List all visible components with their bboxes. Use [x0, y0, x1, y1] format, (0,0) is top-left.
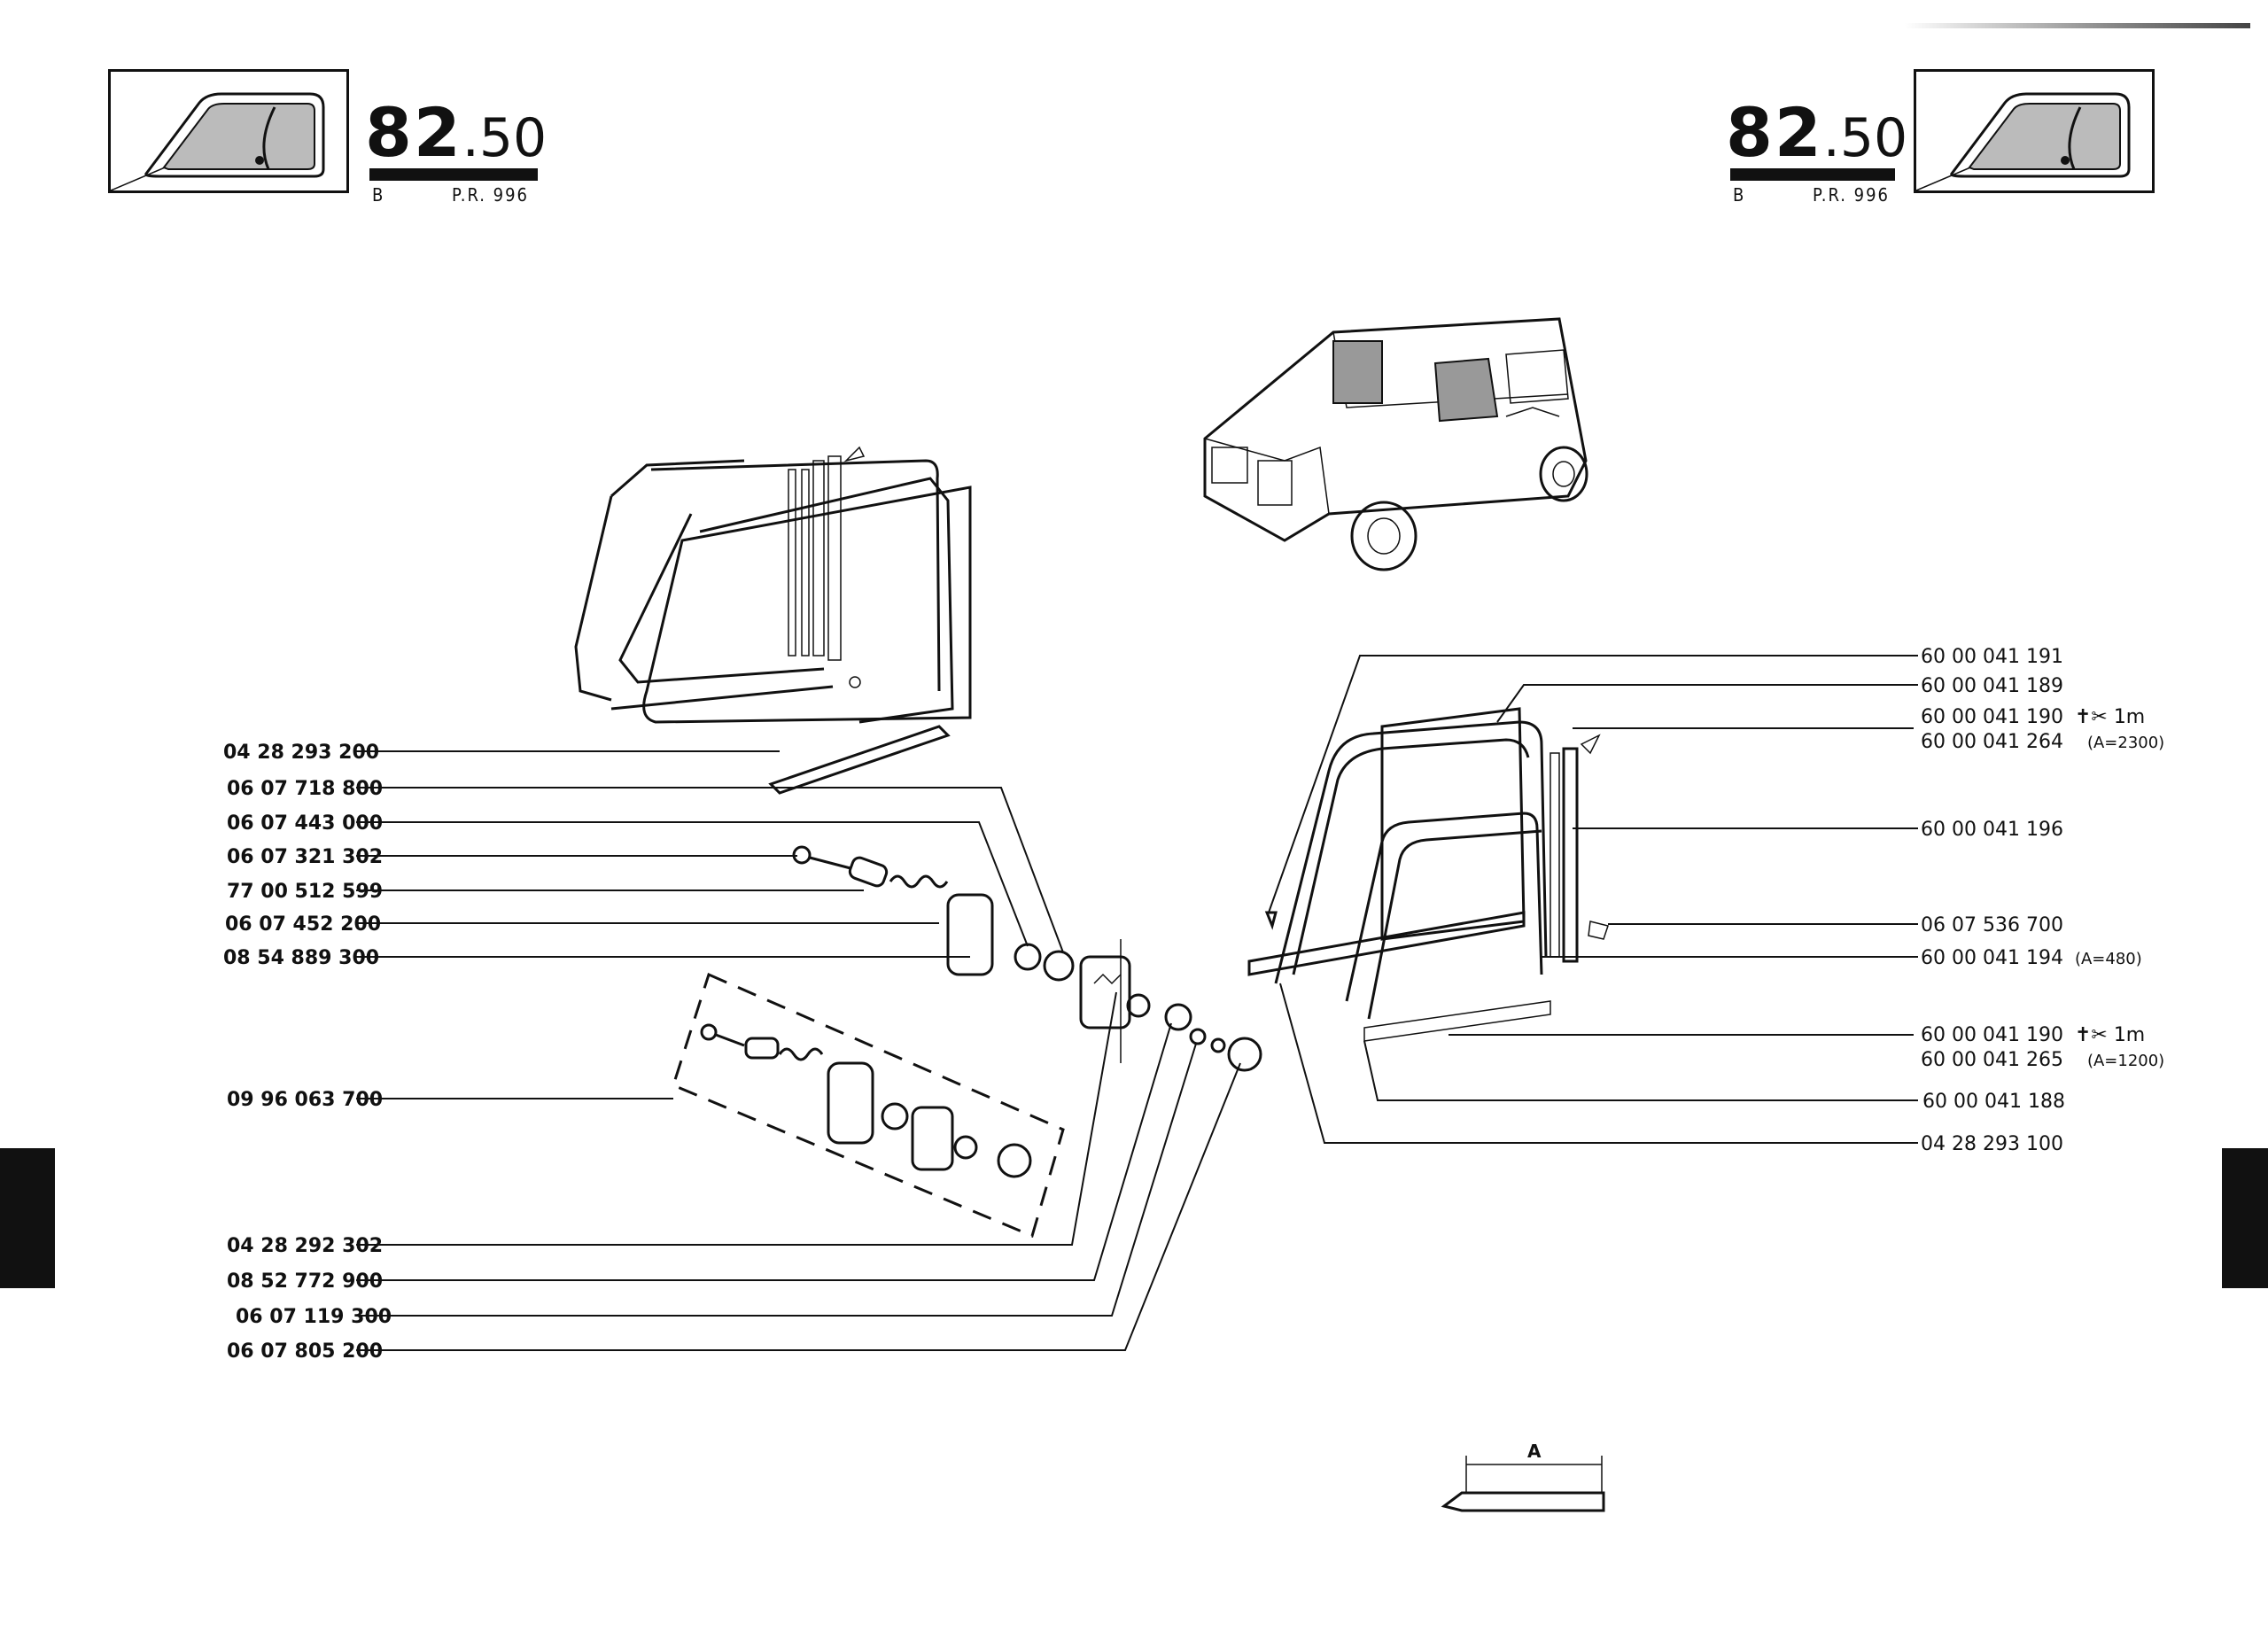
length-note: (A=480) — [2075, 950, 2142, 968]
right-labels: 60 00 041 191 60 00 041 189 60 00 041 19… — [1921, 646, 2164, 1155]
part-label: 60 00 041 194 (A=480) — [1921, 947, 2142, 969]
vehicle-illustration — [1203, 317, 1588, 571]
header-rule — [1730, 168, 1895, 181]
cut-mark: ✝✂ 1m — [2075, 706, 2145, 728]
part-label: 60 00 041 196 — [1921, 819, 2063, 841]
section-number-right: 82.50 — [1726, 93, 1907, 172]
reference-label: P.R. 996 — [1813, 184, 1890, 206]
left-leaders — [356, 750, 1241, 1351]
reference-label: P.R. 996 — [452, 184, 529, 206]
kit-outline — [672, 972, 1065, 1239]
part-label: 60 00 041 190 ✝✂ 1m — [1921, 1024, 2145, 1046]
dimension-detail: A — [1441, 1441, 1605, 1512]
part-ref: 60 00 041 194 — [1921, 947, 2063, 969]
part-label: 08 54 889 300 — [223, 947, 379, 969]
part-label: 60 00 041 265 (A=1200) — [1921, 1049, 2164, 1071]
header-rule — [369, 168, 538, 181]
part-label: 08 52 772 900 — [227, 1270, 383, 1293]
dimension-label: A — [1527, 1441, 1542, 1462]
part-label: 06 07 119 300 — [236, 1306, 392, 1328]
section-number: 82.50 — [365, 93, 547, 172]
left-page-tab — [0, 1148, 55, 1288]
handle-mechanism — [792, 845, 1262, 1072]
part-ref: 60 00 041 190 — [1921, 1024, 2063, 1046]
cut-mark: ✝✂ 1m — [2075, 1024, 2145, 1046]
part-label: 04 28 292 302 — [227, 1235, 383, 1257]
variant-label: B — [372, 184, 385, 206]
part-label: 06 07 452 200 — [225, 913, 381, 936]
part-ref: 60 00 041 265 — [1921, 1049, 2063, 1071]
part-label: 60 00 041 188 — [1922, 1091, 2065, 1113]
part-ref: 60 00 041 264 — [1921, 731, 2063, 753]
part-label: 06 07 321 302 — [227, 846, 383, 868]
section-sub: .50 — [462, 107, 548, 169]
right-leaders — [1268, 655, 1918, 1144]
section-main: 82 — [1726, 93, 1823, 172]
part-label: 09 96 063 700 — [227, 1089, 383, 1111]
part-label: 06 07 805 200 — [227, 1340, 383, 1363]
part-label: 06 07 718 800 — [227, 778, 383, 800]
part-label: 04 28 293 200 — [223, 742, 379, 764]
right-page-tab — [2222, 1148, 2268, 1288]
part-label: 06 07 443 000 — [227, 812, 383, 835]
scan-artifact — [1905, 23, 2250, 28]
part-label: 04 28 293 100 — [1921, 1133, 2063, 1155]
part-label: 60 00 041 190 ✝✂ 1m — [1921, 706, 2145, 728]
part-ref: 60 00 041 190 — [1921, 706, 2063, 728]
section-sub: .50 — [1822, 107, 1908, 169]
length-note: (A=2300) — [2087, 734, 2164, 752]
part-label: 60 00 041 189 — [1921, 675, 2063, 697]
sliding-window-icon — [108, 69, 349, 193]
left-labels: 04 28 293 200 06 07 718 800 06 07 443 00… — [223, 742, 392, 1363]
sliding-window-icon — [1914, 69, 2155, 193]
window-assembly-left — [574, 446, 972, 795]
length-note: (A=1200) — [2087, 1052, 2164, 1070]
variant-label: B — [1733, 184, 1746, 206]
part-label: 60 00 041 191 — [1921, 646, 2063, 668]
part-label: 60 00 041 264 (A=2300) — [1921, 731, 2164, 753]
section-main: 82 — [365, 93, 462, 172]
part-label: 77 00 512 599 — [227, 881, 383, 903]
part-label: 06 07 536 700 — [1921, 914, 2063, 936]
window-assembly-right — [1247, 707, 1609, 1042]
